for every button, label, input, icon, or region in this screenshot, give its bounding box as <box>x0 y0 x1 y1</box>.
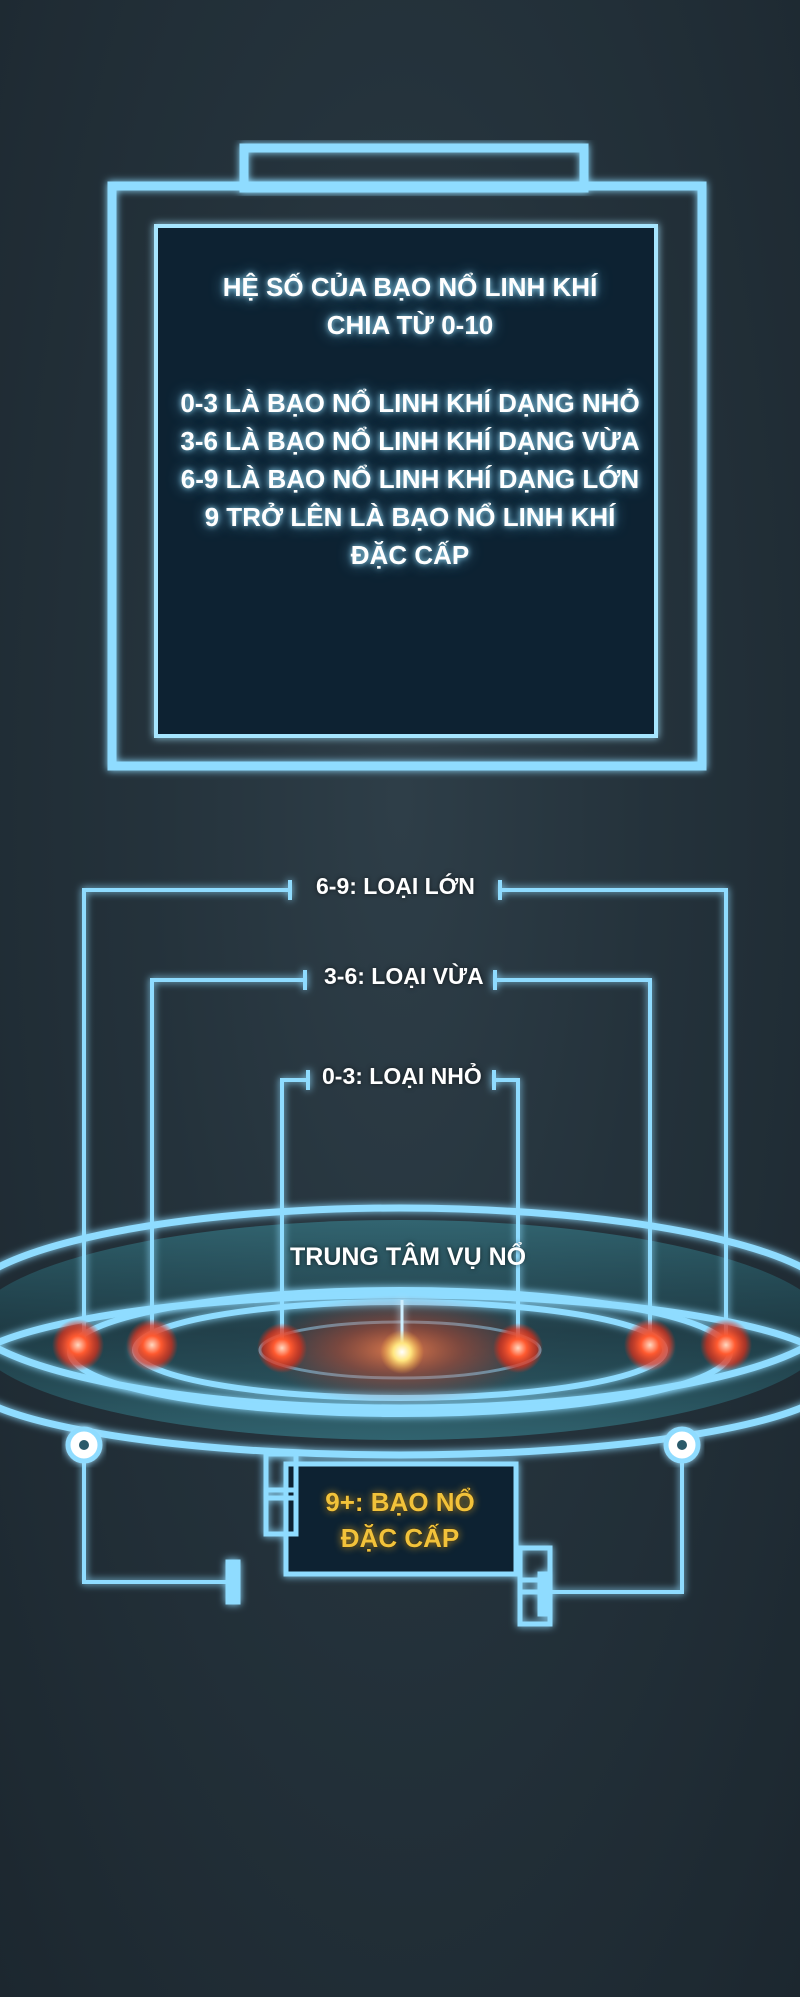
info-line-small: 0-3 LÀ BẠO NỔ LINH KHÍ DẠNG NHỎ <box>180 388 640 418</box>
label-medium: 3-6: LOẠI VỪA <box>324 963 484 989</box>
final-box-chip-left-a <box>263 1451 299 1501</box>
node-white-left-core <box>79 1440 89 1450</box>
final-box-frame <box>283 1461 519 1577</box>
node-large-right <box>700 1319 752 1371</box>
label-large: 6-9: LOẠI LỚN <box>316 873 475 899</box>
final-box-port-left <box>225 1559 241 1605</box>
final-box-port-right <box>537 1571 553 1617</box>
info-line-medium: 3-6 LÀ BẠO NỔ LINH KHÍ DẠNG VỪA <box>180 426 640 456</box>
panel-outer-frame <box>107 181 707 771</box>
final-box-chip-right-a <box>517 1545 553 1595</box>
line-final-right <box>540 1450 684 1594</box>
nodes <box>52 1319 752 1464</box>
node-small-left <box>257 1323 307 1373</box>
node-large-left <box>52 1319 104 1371</box>
line-large-right <box>500 888 728 1340</box>
final-box <box>225 1451 553 1627</box>
info-line-title: HỆ SỐ CỦA BẠO NỔ LINH KHÍ <box>222 272 598 302</box>
line-small-left <box>280 1078 308 1340</box>
info-line-special-2: ĐẶC CẤP <box>350 540 470 570</box>
final-box-chip-left-b <box>263 1487 299 1537</box>
node-medium-right <box>624 1319 676 1371</box>
ring-outer-top <box>0 1204 800 1412</box>
final-label-line2: ĐẶC CẤP <box>340 1523 460 1553</box>
label-small: 0-3: LOẠI NHỎ <box>322 1063 482 1089</box>
connector-lines <box>82 880 728 1594</box>
final-label-line1: 9+: BẠO NỔ <box>325 1487 475 1517</box>
info-line-range: CHIA TỪ 0-10 <box>326 310 494 340</box>
line-small-right <box>494 1078 520 1340</box>
panel-inner-box <box>154 224 658 738</box>
info-panel-text: HỆ SỐ CỦA BẠO NỔ LINH KHÍ CHIA TỪ 0-10 0… <box>160 268 660 574</box>
line-large-left <box>82 888 290 1340</box>
line-medium-right <box>495 978 652 1340</box>
node-center <box>380 1330 424 1374</box>
label-center: TRUNG TÂM VỤ NỔ <box>290 1243 527 1271</box>
line-final-left <box>82 1450 232 1584</box>
info-panel <box>107 143 707 771</box>
node-small-right <box>493 1323 543 1373</box>
node-medium-left <box>126 1319 178 1371</box>
line-medium-left <box>150 978 305 1340</box>
final-label: 9+: BẠO NỔ ĐẶC CẤP <box>300 1484 500 1556</box>
node-white-right-core <box>677 1440 687 1450</box>
info-line-large: 6-9 LÀ BẠO NỔ LINH KHÍ DẠNG LỚN <box>180 464 640 494</box>
info-line-special: 9 TRỞ LÊN LÀ BẠO NỔ LINH KHÍ <box>204 502 616 532</box>
